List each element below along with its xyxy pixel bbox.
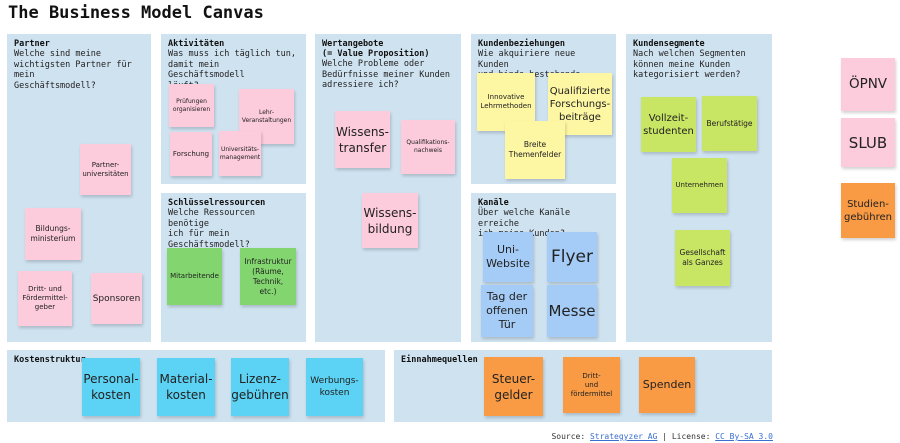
license-label: | License: <box>657 432 716 441</box>
source-link[interactable]: Strategyzer AG <box>589 432 658 441</box>
sticky-note[interactable]: Flyer <box>547 232 597 282</box>
source-label: Source: <box>551 432 590 441</box>
sticky-note[interactable]: SLUB <box>841 118 895 167</box>
sticky-note[interactable]: Unternehmen <box>672 158 727 213</box>
sticky-note[interactable]: Studien- gebühren <box>841 183 895 238</box>
license-link[interactable]: CC By-SA 3.0 <box>715 432 773 441</box>
sticky-note[interactable]: Tag der offenen Tür <box>481 285 533 337</box>
sticky-note[interactable]: Personal- kosten <box>82 358 140 416</box>
sticky-note[interactable]: Sponsoren <box>91 273 142 324</box>
sticky-note[interactable]: Forschung <box>170 132 212 176</box>
panel-title: Kundenbeziehungen <box>478 39 565 49</box>
sticky-note[interactable]: Mitarbeitende <box>167 248 222 305</box>
panel-title: Einnahmequellen <box>401 355 478 365</box>
sticky-note[interactable]: Steuer- gelder <box>484 357 543 416</box>
panel-title: Aktivitäten <box>168 39 225 49</box>
panel-subtitle: Welche Ressourcen benötige ich für mein … <box>168 208 255 250</box>
sticky-note[interactable]: Wissens- transfer <box>335 111 390 168</box>
sticky-note[interactable]: Material- kosten <box>157 358 215 416</box>
panel-subtitle: Nach welchen Segmenten können meine Kund… <box>633 49 746 80</box>
panel-title: Kostenstruktur <box>14 355 86 365</box>
sticky-note[interactable]: Dritt- und Fördermittel- geber <box>18 271 72 326</box>
panel-title: Kanäle <box>478 198 509 208</box>
panel-subtitle: Welche sind meine wichtigsten Partner fü… <box>14 49 132 91</box>
sticky-note[interactable]: Berufstätige <box>702 96 757 151</box>
sticky-note[interactable]: Werbungs- kosten <box>306 358 363 416</box>
sticky-note[interactable]: Lizenz- gebühren <box>231 358 289 416</box>
sticky-note[interactable]: Uni- Website <box>483 232 533 282</box>
sticky-note[interactable]: Partner- universitäten <box>80 144 131 195</box>
canvas-title: The Business Model Canvas <box>8 3 264 23</box>
sticky-note[interactable]: Dritt- und fördermittel <box>563 357 620 413</box>
sticky-note[interactable]: Messe <box>547 285 597 337</box>
panel-subtitle: Welche Probleme oder Bedürfnisse meiner … <box>322 59 450 90</box>
sticky-note[interactable]: Infrastruktur (Räume, Technik, etc.) <box>240 248 296 305</box>
sticky-note[interactable]: Vollzeit- studenten <box>641 97 696 152</box>
panel-title: Kundensegmente <box>633 39 705 49</box>
sticky-note[interactable]: Breite Themenfelder <box>505 121 565 179</box>
panel-title: Partner <box>14 39 50 49</box>
sticky-note[interactable]: Wissens- bildung <box>362 193 418 248</box>
sticky-note[interactable]: Prüfungen organisieren <box>169 84 214 127</box>
sticky-note[interactable]: Universitäts- management <box>219 131 261 176</box>
panel-title: Wertangebote (= Value Proposition) <box>322 39 430 59</box>
attribution-footer: Source: Strategyzer AG | License: CC By-… <box>551 432 773 441</box>
panel-wertangebote: Wertangebote (= Value Proposition) Welch… <box>315 34 461 342</box>
sticky-note[interactable]: Spenden <box>639 357 695 413</box>
sticky-note[interactable]: ÖPNV <box>841 58 895 111</box>
sticky-note[interactable]: Qualifikations- nachweis <box>401 120 455 174</box>
sticky-note[interactable]: Bildungs- ministerium <box>25 208 81 260</box>
panel-title: Schlüsselressourcen <box>168 198 266 208</box>
sticky-note[interactable]: Gesellschaft als Ganzes <box>675 230 730 286</box>
